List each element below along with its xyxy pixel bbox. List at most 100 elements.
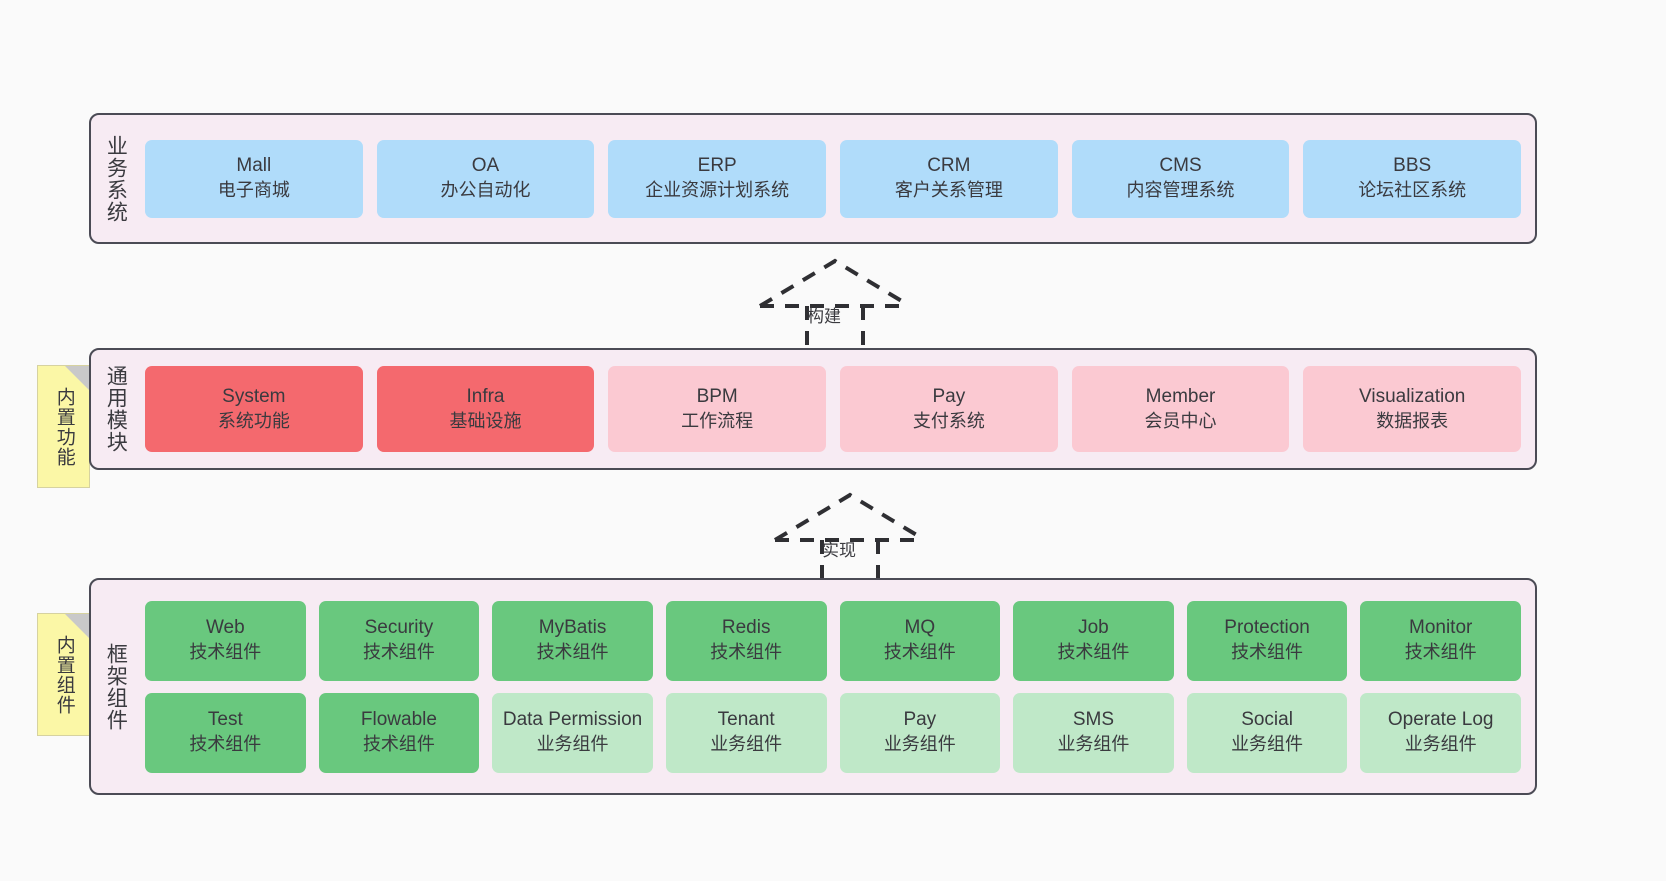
- box-oa[interactable]: OA 办公自动化: [376, 139, 595, 218]
- box-oa-desc: 办公自动化: [440, 180, 531, 201]
- note-builtin-features-label: 内置功能: [53, 386, 75, 467]
- box-web-desc: 技术组件: [189, 642, 262, 663]
- connector-implement-label: 实现: [822, 541, 856, 560]
- box-web-name: Web: [205, 617, 245, 639]
- box-operate-log-name: Operate Log: [1387, 709, 1494, 731]
- box-system-desc: 系统功能: [217, 410, 290, 431]
- box-social-desc: 业务组件: [1231, 734, 1304, 755]
- box-redis-desc: 技术组件: [710, 642, 783, 663]
- framework-row-technical: Web 技术组件 Security 技术组件 MyBatis 技术组件 Redi…: [145, 600, 1521, 681]
- box-crm[interactable]: CRM 客户关系管理: [840, 139, 1058, 218]
- box-crm-desc: 客户关系管理: [894, 180, 1003, 201]
- box-oa-name: OA: [471, 155, 500, 177]
- box-mq[interactable]: MQ 技术组件: [839, 600, 1001, 681]
- box-pay-module[interactable]: Pay 支付系统: [840, 366, 1058, 452]
- box-redis[interactable]: Redis 技术组件: [665, 600, 827, 681]
- box-flowable[interactable]: Flowable 技术组件: [318, 692, 480, 773]
- box-operate-log-desc: 业务组件: [1404, 734, 1477, 755]
- box-mall-desc: 电子商城: [217, 180, 290, 201]
- box-visualization-name: Visualization: [1359, 385, 1466, 407]
- connector-build: 构建: [750, 256, 920, 348]
- box-redis-name: Redis: [721, 617, 771, 639]
- box-job-desc: 技术组件: [1057, 642, 1130, 663]
- layer-business-systems: 业务系统 Mall 电子商城 OA 办公自动化 ERP 企业资源计划系统 CRM…: [89, 113, 1537, 244]
- box-system-name: System: [222, 385, 286, 407]
- box-cms-desc: 内容管理系统: [1126, 180, 1235, 201]
- box-tenant[interactable]: Tenant 业务组件: [665, 692, 827, 773]
- box-monitor[interactable]: Monitor 技术组件: [1360, 600, 1521, 681]
- box-bpm-desc: 工作流程: [681, 410, 754, 431]
- box-operate-log[interactable]: Operate Log 业务组件: [1360, 692, 1521, 773]
- box-erp-desc: 企业资源计划系统: [645, 180, 790, 201]
- box-member-desc: 会员中心: [1144, 410, 1217, 431]
- box-sms[interactable]: SMS 业务组件: [1013, 692, 1174, 773]
- box-pay-module-name: Pay: [932, 385, 966, 407]
- box-mq-desc: 技术组件: [883, 642, 956, 663]
- box-pay-module-desc: 支付系统: [912, 410, 985, 431]
- box-pay-component-desc: 业务组件: [883, 734, 956, 755]
- connector-implement-icon: [773, 492, 927, 582]
- box-social-name: Social: [1241, 709, 1293, 731]
- layer-title-common-modules: 通用模块: [104, 365, 128, 453]
- box-erp-name: ERP: [697, 155, 737, 177]
- box-security-desc: 技术组件: [362, 642, 435, 663]
- box-security[interactable]: Security 技术组件: [318, 600, 480, 681]
- connector-implement: 实现: [765, 490, 935, 582]
- layer-title-framework-components: 框架组件: [104, 642, 128, 731]
- note-builtin-features: 内置功能: [37, 365, 90, 488]
- box-infra-name: Infra: [466, 385, 505, 407]
- box-test[interactable]: Test 技术组件: [145, 692, 306, 773]
- box-mq-name: MQ: [904, 617, 936, 639]
- box-bpm[interactable]: BPM 工作流程: [608, 366, 827, 452]
- note-fold-corner-icon: [65, 366, 89, 390]
- note-builtin-components: 内置组件: [37, 613, 90, 736]
- note-fold-corner-icon: [65, 614, 89, 638]
- box-data-permission-desc: 业务组件: [536, 734, 609, 755]
- box-crm-name: CRM: [927, 155, 971, 177]
- box-tenant-desc: 业务组件: [710, 734, 783, 755]
- box-test-desc: 技术组件: [189, 734, 262, 755]
- layer-common-modules: 通用模块 System 系统功能 Infra 基础设施 BPM 工作流程 Pay…: [89, 348, 1537, 470]
- box-pay-component[interactable]: Pay 业务组件: [839, 692, 1001, 773]
- layer-body-business-systems: Mall 电子商城 OA 办公自动化 ERP 企业资源计划系统 CRM 客户关系…: [139, 115, 1535, 242]
- box-erp[interactable]: ERP 企业资源计划系统: [608, 139, 827, 218]
- box-member-name: Member: [1145, 385, 1216, 407]
- box-cms-name: CMS: [1159, 155, 1202, 177]
- box-cms[interactable]: CMS 内容管理系统: [1071, 139, 1290, 218]
- box-system[interactable]: System 系统功能: [145, 366, 363, 452]
- box-monitor-desc: 技术组件: [1404, 642, 1477, 663]
- box-sms-name: SMS: [1072, 709, 1115, 731]
- box-job-name: Job: [1078, 617, 1109, 639]
- box-bbs-name: BBS: [1393, 155, 1432, 177]
- layer-body-framework-components: Web 技术组件 Security 技术组件 MyBatis 技术组件 Redi…: [139, 580, 1535, 793]
- box-test-name: Test: [207, 709, 243, 731]
- connector-build-label: 构建: [807, 307, 841, 326]
- box-mybatis[interactable]: MyBatis 技术组件: [492, 600, 653, 681]
- box-monitor-name: Monitor: [1409, 617, 1473, 639]
- box-tenant-name: Tenant: [717, 709, 775, 731]
- box-data-permission[interactable]: Data Permission 业务组件: [492, 692, 653, 773]
- layer-framework-components: 框架组件 Web 技术组件 Security 技术组件 MyBatis 技术组件…: [89, 578, 1537, 795]
- layer-title-business-systems: 业务系统: [104, 134, 128, 223]
- box-data-permission-name: Data Permission: [502, 709, 643, 731]
- box-mall[interactable]: Mall 电子商城: [145, 139, 363, 218]
- box-member[interactable]: Member 会员中心: [1071, 366, 1290, 452]
- box-protection[interactable]: Protection 技术组件: [1186, 600, 1348, 681]
- note-builtin-components-label: 内置组件: [53, 634, 75, 715]
- box-visualization-desc: 数据报表: [1376, 410, 1449, 431]
- box-sms-desc: 业务组件: [1057, 734, 1130, 755]
- box-bbs-desc: 论坛社区系统: [1358, 180, 1467, 201]
- box-mybatis-desc: 技术组件: [536, 642, 609, 663]
- box-flowable-desc: 技术组件: [362, 734, 435, 755]
- box-job[interactable]: Job 技术组件: [1013, 600, 1174, 681]
- box-protection-desc: 技术组件: [1231, 642, 1304, 663]
- box-bbs[interactable]: BBS 论坛社区系统: [1303, 139, 1522, 218]
- layer-body-common-modules: System 系统功能 Infra 基础设施 BPM 工作流程 Pay 支付系统…: [139, 350, 1535, 468]
- box-web[interactable]: Web 技术组件: [145, 600, 306, 681]
- box-pay-component-name: Pay: [903, 709, 937, 731]
- box-visualization[interactable]: Visualization 数据报表: [1303, 366, 1522, 452]
- box-bpm-name: BPM: [696, 385, 738, 407]
- box-infra[interactable]: Infra 基础设施: [376, 366, 595, 452]
- box-social[interactable]: Social 业务组件: [1186, 692, 1348, 773]
